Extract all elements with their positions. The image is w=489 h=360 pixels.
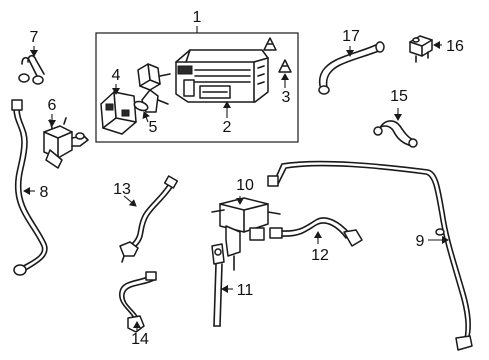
callout-17: 17: [342, 28, 360, 45]
oxygen-sensor-upstream: [119, 175, 179, 263]
callout-7: 7: [30, 29, 39, 46]
callout-14: 14: [131, 331, 149, 348]
canister-vent-hose: [318, 41, 385, 95]
vapor-line: [11, 99, 48, 276]
check-valve: [409, 35, 433, 63]
callout-3: 3: [282, 89, 291, 106]
callout-11: 11: [237, 282, 254, 299]
callout-12: 12: [311, 247, 329, 264]
purge-solenoid-valve: [43, 117, 89, 169]
retainer-clip-upper: [263, 37, 277, 51]
callout-2: 2: [223, 119, 232, 136]
vapor-hose-fitting: [18, 54, 45, 85]
vapor-tube-long: [267, 160, 473, 351]
leader-lines: [23, 26, 449, 332]
short-vapor-hose: [373, 120, 418, 148]
callout-8: 8: [40, 184, 49, 201]
retainer-clip-lower: [278, 59, 292, 73]
callout-6: 6: [48, 97, 57, 114]
callout-15: 15: [390, 88, 408, 105]
oxygen-sensor-downstream: [119, 271, 157, 333]
canister-bracket: [100, 91, 137, 135]
vapor-canister: [175, 49, 269, 103]
pump-mounting-bracket: [211, 243, 225, 327]
seal-ring: [133, 100, 149, 112]
leak-detection-pump: [211, 197, 281, 271]
callout-13: 13: [113, 181, 131, 198]
callout-9: 9: [416, 233, 425, 250]
vent-hose: [269, 217, 363, 247]
callout-4: 4: [112, 67, 121, 84]
callout-labels: 1 2 3 4 5 6 7 8 9 10 11 12 13 14 15 16 1…: [30, 9, 464, 348]
callout-5: 5: [149, 119, 158, 136]
callout-10: 10: [236, 177, 254, 194]
callout-1: 1: [193, 9, 202, 26]
callout-16: 16: [446, 38, 464, 55]
